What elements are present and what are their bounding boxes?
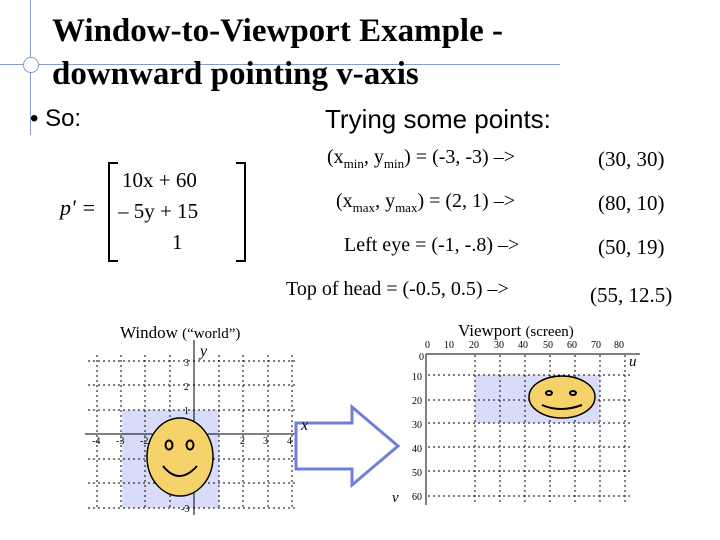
window-x-tick: -4: [92, 436, 100, 447]
point-result-min: (30, 30): [598, 147, 665, 171]
points-heading: Trying some points:: [325, 104, 551, 134]
viewport-v-tick: 30: [412, 420, 422, 431]
window-y-tick: 1: [184, 406, 189, 417]
matrix-row2: – 5y + 15: [118, 199, 199, 223]
bullet-so: • So:: [30, 105, 82, 132]
point-label-part: (x: [327, 146, 344, 168]
window-y-label: y: [198, 343, 208, 360]
point-label-part: , y: [363, 146, 384, 168]
point-result-max: (80, 10): [598, 191, 665, 215]
title-decor-circle: [23, 57, 39, 73]
transform-arrow-icon: [294, 403, 401, 489]
window-x-tick: -3: [116, 436, 124, 447]
matrix-row1: 10x + 60: [122, 168, 197, 192]
matrix-row3: 1: [172, 230, 183, 254]
matrix-left-bracket: [108, 162, 118, 262]
point-label-part: (x: [336, 190, 353, 212]
point-label-part: ) = (-3, -3) –>: [404, 146, 515, 168]
slide-title-line2: downward pointing v-axis: [52, 56, 419, 92]
viewport-v-tick: 0: [419, 352, 424, 363]
viewport-graph: [425, 353, 640, 505]
viewport-u-tick: 10: [444, 340, 454, 351]
window-y-tick: -3: [181, 504, 189, 515]
slide-title-line1: Window-to-Viewport Example -: [52, 13, 503, 49]
window-x-tick: 3: [263, 436, 268, 447]
point-row-max: (xmax, ymax) = (2, 1) –>: [336, 190, 515, 216]
point-label-part: ) = (2, 1) –>: [417, 190, 515, 212]
viewport-face: [528, 375, 596, 419]
matrix-lhs-text: p' =: [60, 195, 97, 220]
viewport-u-tick: 80: [614, 340, 624, 351]
window-x-tick: 4: [287, 436, 292, 447]
window-x-label: x: [300, 417, 308, 434]
viewport-title: Viewport (screen): [458, 321, 574, 340]
viewport-grid: [428, 355, 632, 505]
point-result-left-eye: (50, 19): [598, 235, 665, 259]
viewport-v-tick: 20: [412, 396, 422, 407]
point-row-min: (xmin, ymin) = (-3, -3) –>: [327, 146, 515, 172]
window-graph: [85, 340, 305, 515]
viewport-u-tick: 60: [567, 340, 577, 351]
point-subscript: min: [383, 156, 405, 171]
window-face: [146, 417, 214, 497]
viewport-v-tick: 10: [412, 372, 422, 383]
viewport-v-tick: 60: [412, 492, 422, 503]
viewport-u-tick: 70: [591, 340, 601, 351]
point-subscript: max: [352, 200, 376, 215]
point-subscript: max: [395, 200, 418, 215]
window-y-tick: 2: [184, 382, 189, 393]
matrix-right-bracket: [236, 162, 246, 262]
viewport-u-tick: 30: [494, 340, 504, 351]
viewport-u-label: u: [629, 354, 637, 370]
window-x-tick: -2: [140, 436, 148, 447]
point-label-part: , y: [375, 190, 396, 212]
viewport-v-tick: 50: [412, 468, 422, 479]
window-x-tick: 2: [240, 436, 245, 447]
viewport-u-tick: 20: [469, 340, 479, 351]
point-row-top-head: Top of head = (-0.5, 0.5) –>: [286, 278, 509, 300]
viewport-u-tick: 40: [518, 340, 528, 351]
viewport-v-label: v: [392, 490, 399, 506]
window-title: Window (“world”): [120, 323, 240, 342]
point-result-top-head: (55, 12.5): [590, 283, 673, 307]
point-subscript: min: [343, 156, 364, 171]
point-row-left-eye: Left eye = (-1, -.8) –>: [344, 234, 520, 256]
viewport-u-tick: 50: [543, 340, 553, 351]
viewport-v-tick: 40: [412, 444, 422, 455]
title-divider-line: [0, 64, 560, 65]
matrix-lhs: p' =: [60, 195, 96, 221]
window-y-tick: 3: [184, 358, 189, 369]
viewport-u-tick: 0: [425, 340, 430, 351]
